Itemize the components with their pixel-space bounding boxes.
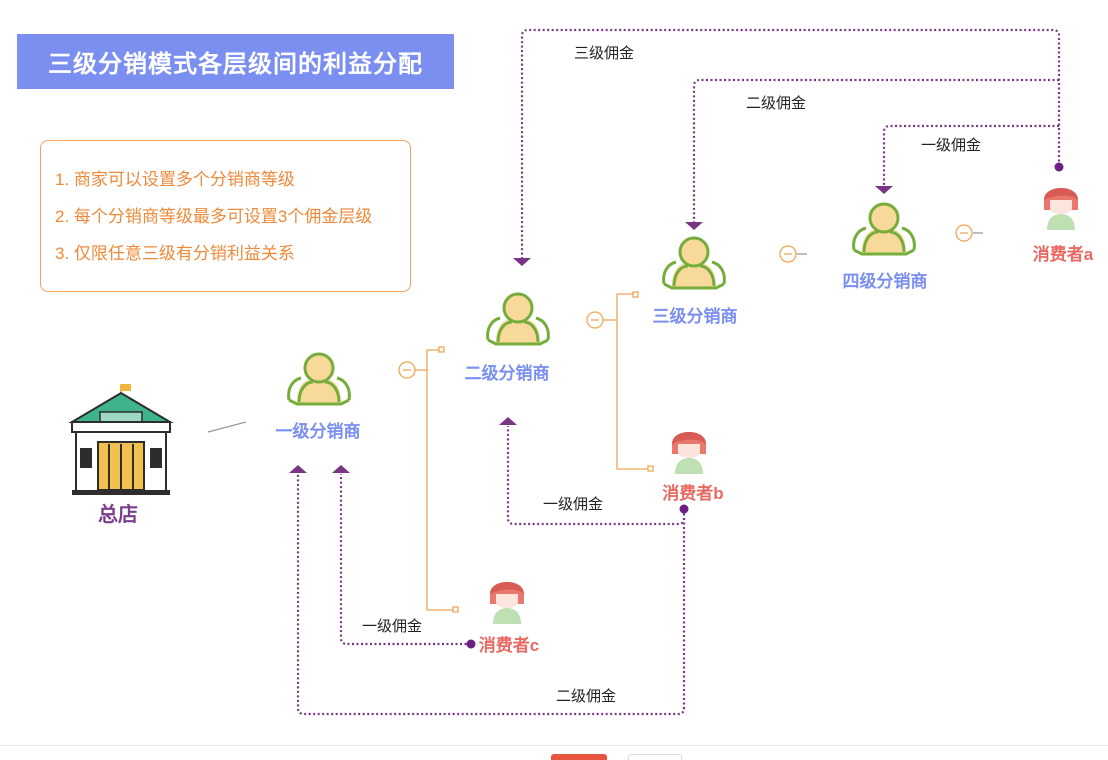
commission-label: 一级佣金 xyxy=(921,137,981,154)
commission-label: 三级佣金 xyxy=(574,45,634,62)
bottom-divider xyxy=(0,745,1108,746)
notes-box: 1. 商家可以设置多个分销商等级 2. 每个分销商等级最多可设置3个佣金层级 3… xyxy=(40,140,411,292)
commission-label: 二级佣金 xyxy=(556,688,616,705)
level3-label: 三级分销商 xyxy=(653,306,738,326)
note-item: 3. 仅限任意三级有分销利益关系 xyxy=(55,244,295,263)
level3-distributor-icon xyxy=(662,236,726,290)
level2-distributor-icon xyxy=(486,292,550,346)
arrow-down-icon xyxy=(513,258,531,266)
arrow-up-icon xyxy=(289,465,307,473)
commission-origin-dot xyxy=(466,639,476,649)
consumer-c-label: 消费者c xyxy=(479,635,539,655)
note-item: 1. 商家可以设置多个分销商等级 xyxy=(55,170,295,189)
commission-label: 二级佣金 xyxy=(746,95,806,112)
page-title: 三级分销模式各层级间的利益分配 xyxy=(17,34,454,89)
bottom-toolbar-button[interactable] xyxy=(628,754,682,760)
bottom-toolbar-button[interactable] xyxy=(551,754,607,760)
hq-building-icon xyxy=(68,384,174,495)
consumer-b-label: 消费者b xyxy=(662,483,723,503)
note-item: 2. 每个分销商等级最多可设置3个佣金层级 xyxy=(55,207,373,226)
commission-label: 一级佣金 xyxy=(543,496,603,513)
consumer-a-icon xyxy=(1044,188,1078,230)
commission-origin-dot xyxy=(679,504,689,514)
tree-connectors xyxy=(398,224,983,613)
consumer-a-label: 消费者a xyxy=(1033,244,1094,264)
level1-distributor-icon xyxy=(287,352,351,406)
arrow-up-icon xyxy=(499,417,517,425)
commission-arrowheads xyxy=(289,186,893,473)
commission-lines xyxy=(296,28,1061,716)
consumer-c-icon xyxy=(490,582,524,624)
commission-origin-dot xyxy=(1054,162,1064,172)
level1-label: 一级分销商 xyxy=(276,421,361,441)
level4-distributor-icon xyxy=(852,202,916,256)
level2-label: 二级分销商 xyxy=(465,363,550,383)
arrow-down-icon xyxy=(685,222,703,230)
level4-label: 四级分销商 xyxy=(843,271,928,291)
arrow-up-icon xyxy=(332,465,350,473)
consumer-b-icon xyxy=(672,432,706,474)
hq-label: 总店 xyxy=(98,502,138,526)
hq-connector xyxy=(207,421,247,433)
commission-label: 一级佣金 xyxy=(362,618,422,635)
arrow-down-icon xyxy=(875,186,893,194)
